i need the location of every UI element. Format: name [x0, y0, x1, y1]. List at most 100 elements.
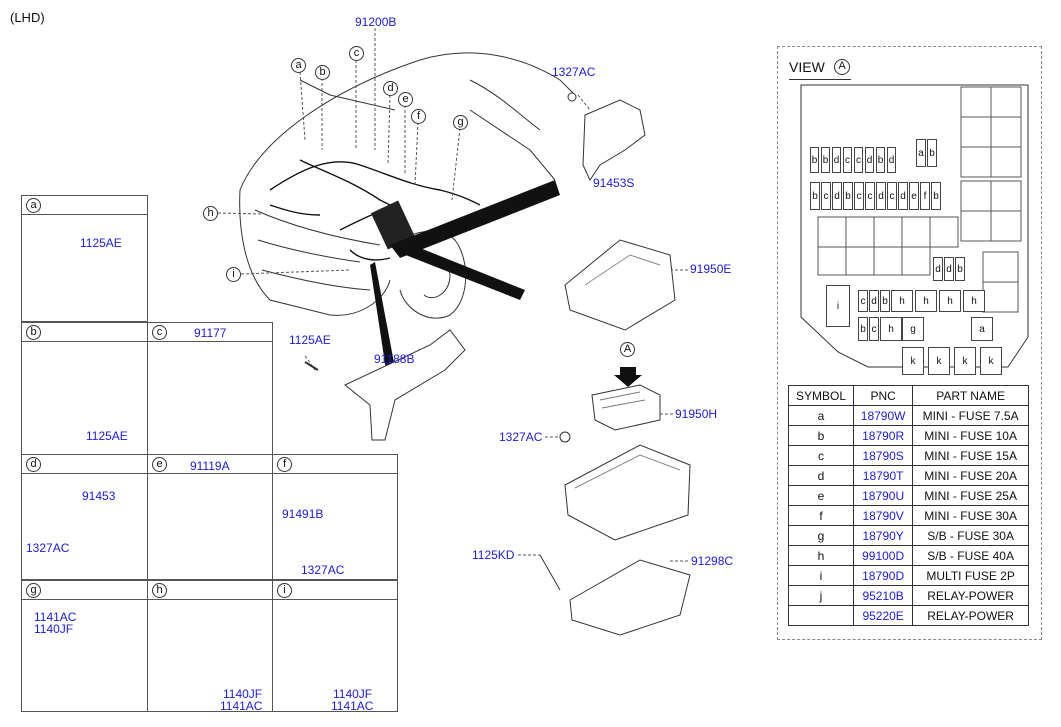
row-part-name: MULTI FUSE 2P [912, 565, 1029, 586]
detail-h-part2: 1141AC [220, 699, 263, 713]
detail-g-part1: 1141AC [34, 610, 77, 624]
detail-i-letter: i [277, 583, 292, 598]
fuse-r4-1: i [826, 285, 850, 327]
fuse-r2-5: c [854, 182, 864, 210]
fuse-r4-4: b [880, 290, 890, 312]
row-part-name: S/B - FUSE 40A [912, 545, 1029, 566]
detail-b-part1: 1125AE [86, 429, 128, 443]
fuse-r2-12: b [931, 182, 941, 210]
row-pnc[interactable]: 18790U [853, 485, 914, 506]
detail-c-letter: c [152, 325, 167, 340]
tray-pnc: 91298C [691, 554, 734, 568]
detail-f-part2: 1327AC [301, 563, 345, 577]
row-pnc[interactable]: 18790T [853, 465, 914, 486]
col-symbol: SYMBOL [787, 385, 855, 406]
row-symbol: h [787, 545, 855, 566]
callout-f: f [411, 109, 426, 124]
detail-h-letter: h [152, 583, 167, 598]
fuse-r5-4: g [902, 317, 924, 341]
row-symbol: g [787, 525, 855, 546]
detail-f-panel: f 91491B 1327AC [272, 454, 398, 580]
detail-g-letter: g [26, 583, 41, 598]
rail-pnc: 91188B [374, 352, 415, 366]
detail-d-part2: 1327AC [26, 541, 70, 555]
row-part-name: MINI - FUSE 30A [912, 505, 1029, 526]
nut-mid-pnc: 1327AC [499, 430, 543, 444]
row-symbol: j [787, 585, 855, 606]
detail-a-part1: 1125AE [80, 236, 122, 250]
row-pnc[interactable]: 18790V [853, 505, 914, 526]
row-pnc[interactable]: 18790Y [853, 525, 914, 546]
row-pnc[interactable]: 18790D [853, 565, 914, 586]
detail-i-part1: 1140JF [333, 687, 373, 701]
fuse-r2-4: b [843, 182, 853, 210]
row-part-name: RELAY-POWER [912, 585, 1029, 606]
fuse-r2-1: b [810, 182, 820, 210]
fuse-r2-2: c [821, 182, 831, 210]
row-pnc[interactable]: 99100D [853, 545, 914, 566]
fuse-r1-extra-1: a [916, 139, 926, 167]
detail-g-panel: g 1141AC 1140JF [21, 580, 148, 712]
fuse-cover-pnc: 91950E [690, 262, 732, 276]
detail-f-part1: 91491B [282, 507, 324, 521]
row-part-name: MINI - FUSE 25A [912, 485, 1029, 506]
fuse-r2-3: d [832, 182, 842, 210]
callout-e: e [398, 92, 413, 107]
callout-h: h [203, 206, 218, 221]
fuse-r5-2: c [869, 317, 879, 341]
detail-d-part1: 91453 [82, 489, 116, 503]
callout-i: i [226, 267, 241, 282]
fuse-r6-1: k [902, 347, 924, 375]
fuse-r4-5: h [891, 290, 913, 312]
fuse-r4-6: h [915, 290, 937, 312]
detail-a-panel: a 1125AE [21, 195, 148, 322]
fuse-r6-4: k [980, 347, 1002, 375]
detail-f-letter: f [277, 457, 292, 472]
cover-top-pnc: 91453S [593, 176, 635, 190]
drive-side-label: (LHD) [10, 10, 45, 25]
row-part-name: RELAY-POWER [912, 605, 1029, 626]
fuse-r2-7: d [876, 182, 886, 210]
row-pnc[interactable]: 18790W [853, 405, 914, 426]
fuse-r1-8: d [887, 147, 896, 173]
row-part-name: S/B - FUSE 30A [912, 525, 1029, 546]
row-pnc[interactable]: 18790S [853, 445, 914, 466]
view-a-panel: VIEW A b b d c c d b d a b b c d b c c d… [777, 46, 1042, 640]
fuse-r3-2: d [944, 257, 954, 281]
row-part-name: MINI - FUSE 20A [912, 465, 1029, 486]
row-symbol: b [787, 425, 855, 446]
row-pnc[interactable]: 95210B [853, 585, 914, 606]
fuse-r1-extra-2: b [927, 139, 937, 167]
row-symbol: c [787, 445, 855, 466]
col-pnc: PNC [853, 385, 914, 406]
detail-c-part1: 91177 [194, 326, 227, 340]
row-symbol: e [787, 485, 855, 506]
row-pnc[interactable]: 95220E [853, 605, 914, 626]
harness-pnc: 91200B [355, 15, 397, 29]
fuse-r4-8: h [963, 290, 985, 312]
detail-e-letter: e [152, 457, 167, 472]
row-pnc[interactable]: 18790R [853, 425, 914, 446]
fuse-r5-1: b [858, 317, 868, 341]
callout-d: d [383, 81, 398, 96]
fuse-r1-3: d [832, 147, 841, 173]
detail-a-letter: a [26, 198, 41, 213]
callout-g: g [453, 115, 468, 130]
fuse-r1-2: b [821, 147, 830, 173]
row-symbol: d [787, 465, 855, 486]
row-part-name: MINI - FUSE 10A [912, 425, 1029, 446]
fuse-r3-1: d [933, 257, 943, 281]
fuse-r2-8: c [887, 182, 897, 210]
row-symbol: i [787, 565, 855, 586]
fuse-r4-3: d [869, 290, 879, 312]
fuse-r4-7: h [939, 290, 961, 312]
detail-h-panel: h 1140JF 1141AC [147, 580, 273, 713]
bolt-lower-pnc: 1125KD [472, 548, 515, 562]
